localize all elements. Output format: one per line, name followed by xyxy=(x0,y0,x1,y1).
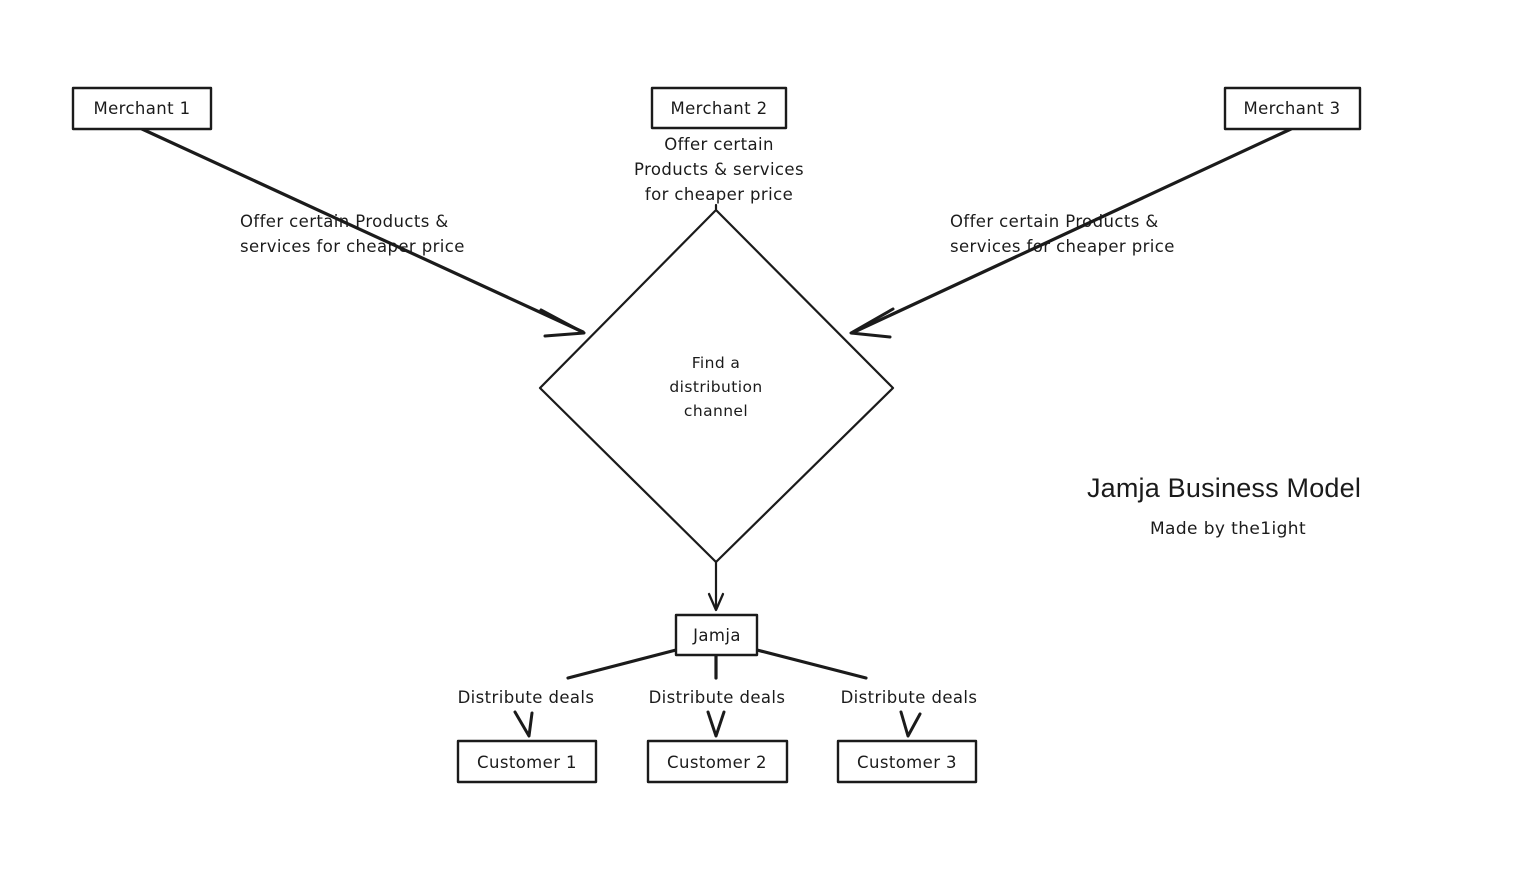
title-block: Jamja Business Model Made by the1ight xyxy=(1087,473,1361,539)
decision-shape xyxy=(538,208,895,564)
edge-jamja-to-customer3[interactable] xyxy=(755,648,922,738)
node-customer1[interactable]: Customer 1 xyxy=(456,739,598,784)
edge-jamja-to-customer1[interactable] xyxy=(513,648,678,738)
arrowhead-decision-jamja xyxy=(707,592,725,612)
edge-merchant1-to-decision[interactable] xyxy=(140,127,586,338)
edge-label-merchant2-line-1: Offer certain xyxy=(664,135,774,154)
merchant2-label: Merchant 2 xyxy=(670,99,767,118)
edge-decision-to-jamja[interactable] xyxy=(707,560,725,612)
edge-line-jamja-customer1 xyxy=(566,648,678,680)
customer2-box xyxy=(646,739,789,784)
edge-label-merchant1: Offer certain Products & services for ch… xyxy=(240,212,465,256)
edge-label-merchant1-line-2: services for cheaper price xyxy=(240,237,465,256)
edge-label-jamja-customer2: Distribute deals xyxy=(649,688,786,707)
merchant2-box xyxy=(650,86,788,130)
node-merchant3[interactable]: Merchant 3 xyxy=(1223,86,1362,131)
customer1-label: Customer 1 xyxy=(477,753,577,772)
decision-label-line-1: Find a xyxy=(692,354,741,372)
node-jamja[interactable]: Jamja xyxy=(674,613,759,657)
edge-label-jamja-customer1: Distribute deals xyxy=(458,688,595,707)
arrowhead-merchant1 xyxy=(539,308,586,338)
edge-line-jamja-customer3 xyxy=(755,648,868,680)
edge-label-merchant2-line-3: for cheaper price xyxy=(645,185,793,204)
arrowhead-customer1 xyxy=(513,710,534,738)
arrowhead-customer3 xyxy=(899,710,922,738)
decision-label-line-2: distribution xyxy=(669,378,762,396)
edge-jamja-to-customer2[interactable] xyxy=(706,654,726,738)
page-title: Jamja Business Model xyxy=(1087,473,1361,503)
page-subtitle: Made by the1ight xyxy=(1150,519,1306,539)
jamja-box xyxy=(674,613,759,657)
merchant3-label: Merchant 3 xyxy=(1243,99,1340,118)
merchant3-box xyxy=(1223,86,1362,131)
edge-line-merchant3 xyxy=(850,127,1293,335)
arrowhead-customer2 xyxy=(706,710,726,738)
customer2-label: Customer 2 xyxy=(667,753,767,772)
arrowhead-merchant3 xyxy=(849,307,895,339)
customer3-label: Customer 3 xyxy=(857,753,957,772)
node-merchant2[interactable]: Merchant 2 xyxy=(650,86,788,130)
edge-label-merchant3-line-1: Offer certain Products & xyxy=(950,212,1159,231)
merchant1-label: Merchant 1 xyxy=(93,99,190,118)
edge-line-merchant1 xyxy=(140,127,585,334)
customer1-box xyxy=(456,739,598,784)
decision-label-line-3: channel xyxy=(684,402,748,420)
edge-label-merchant3-line-2: services for cheaper price xyxy=(950,237,1175,256)
edge-label-jamja-customer3: Distribute deals xyxy=(841,688,978,707)
edge-label-merchant2: Offer certain Products & services for ch… xyxy=(634,135,804,204)
node-merchant1[interactable]: Merchant 1 xyxy=(71,86,213,131)
node-customer2[interactable]: Customer 2 xyxy=(646,739,789,784)
customer3-box xyxy=(836,739,978,784)
node-customer3[interactable]: Customer 3 xyxy=(836,739,978,784)
merchant1-box xyxy=(71,86,213,131)
edge-merchant3-to-decision[interactable] xyxy=(849,127,1293,339)
edge-label-merchant3: Offer certain Products & services for ch… xyxy=(950,212,1175,256)
jamja-label: Jamja xyxy=(692,626,741,645)
edge-label-merchant1-line-1: Offer certain Products & xyxy=(240,212,449,231)
edge-label-merchant2-line-2: Products & services xyxy=(634,160,804,179)
node-decision[interactable]: Find a distribution channel xyxy=(538,208,895,564)
